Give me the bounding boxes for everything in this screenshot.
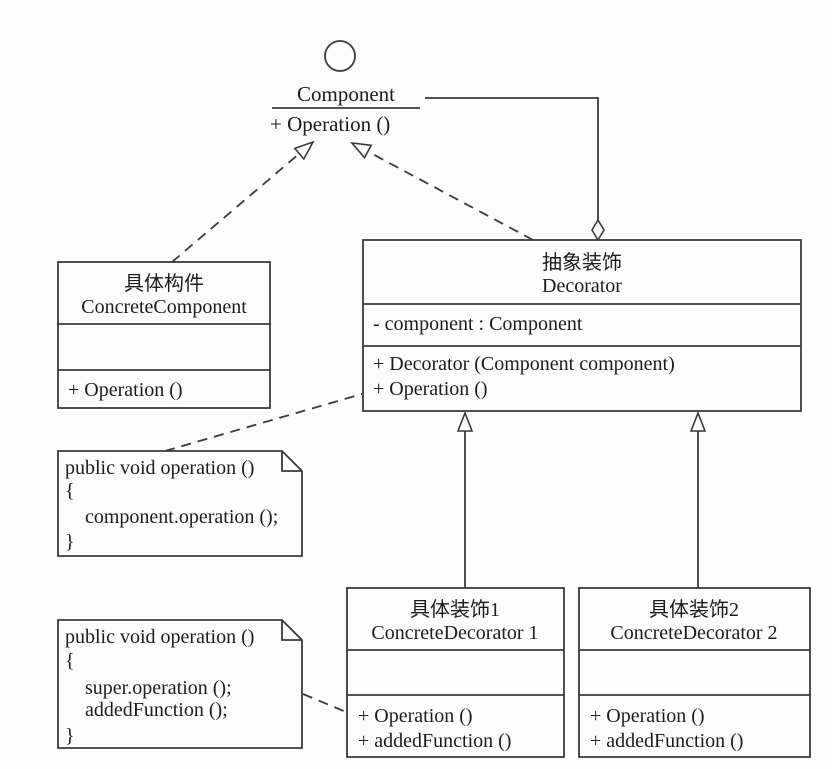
class-concrete-component: 具体构件 ConcreteComponent + Operation () — [57, 261, 271, 409]
note-line: super.operation (); — [85, 677, 232, 699]
class-name-en: ConcreteDecorator 2 — [610, 622, 777, 644]
class-box — [578, 587, 811, 758]
class-box — [362, 239, 802, 412]
class-name-cn: 具体构件 — [124, 272, 204, 295]
note-dogear-icon — [281, 451, 302, 472]
class-name-en: ConcreteComponent — [81, 296, 247, 318]
note-shape — [57, 450, 303, 557]
class-operation: + addedFunction () — [358, 730, 511, 752]
interface-operation: + Operation () — [270, 112, 390, 136]
note-added-function: public void operation () { super.operati… — [57, 619, 303, 749]
note-line: } — [65, 725, 75, 747]
class-name-cn: 抽象装饰 — [542, 251, 622, 274]
note-shape — [57, 619, 303, 749]
class-operation: + Operation () — [68, 379, 183, 401]
class-name-cn: 具体装饰1 — [410, 598, 500, 621]
class-operation: + Operation () — [358, 705, 473, 727]
realization-arrow-concretecomponent-to-component — [171, 142, 313, 263]
interface-component: Component + Operation () — [270, 40, 420, 136]
note-connector-operation-note-to-decorator — [164, 393, 363, 452]
class-box — [346, 587, 565, 758]
class-decorator: 抽象装饰 Decorator - component : Component +… — [362, 239, 802, 412]
note-line: addedFunction (); — [85, 699, 228, 721]
class-operation: + addedFunction () — [590, 730, 743, 752]
note-line: { — [65, 650, 75, 672]
note-operation: public void operation () { component.ope… — [57, 450, 303, 557]
interface-name: Component — [297, 82, 395, 106]
note-line: public void operation () — [65, 457, 254, 479]
interface-lollipop-icon — [324, 40, 356, 72]
note-connector-addedfunction-note-to-concretedecorator1 — [302, 693, 347, 713]
connectors — [164, 97, 698, 713]
note-line: { — [65, 480, 75, 502]
aggregation-connector-component-decorator — [425, 97, 605, 242]
note-line: } — [65, 531, 75, 553]
class-box — [57, 261, 271, 409]
realization-arrow-decorator-to-component — [352, 143, 534, 241]
class-name-cn: 具体装饰2 — [649, 598, 739, 621]
class-attribute: - component : Component — [373, 313, 583, 335]
class-concrete-decorator-2: 具体装饰2 ConcreteDecorator 2 + Operation ()… — [578, 587, 811, 758]
class-operation: + Operation () — [590, 705, 705, 727]
note-line: public void operation () — [65, 626, 254, 648]
note-line: component.operation (); — [85, 506, 278, 528]
class-concrete-decorator-1: 具体装饰1 ConcreteDecorator 1 + Operation ()… — [346, 587, 565, 758]
class-operation: + Decorator (Component component) — [373, 353, 675, 375]
class-name-en: Decorator — [542, 275, 622, 297]
note-dogear-icon — [281, 620, 302, 641]
class-operation: + Operation () — [373, 378, 488, 400]
class-name-en: ConcreteDecorator 1 — [371, 622, 538, 644]
